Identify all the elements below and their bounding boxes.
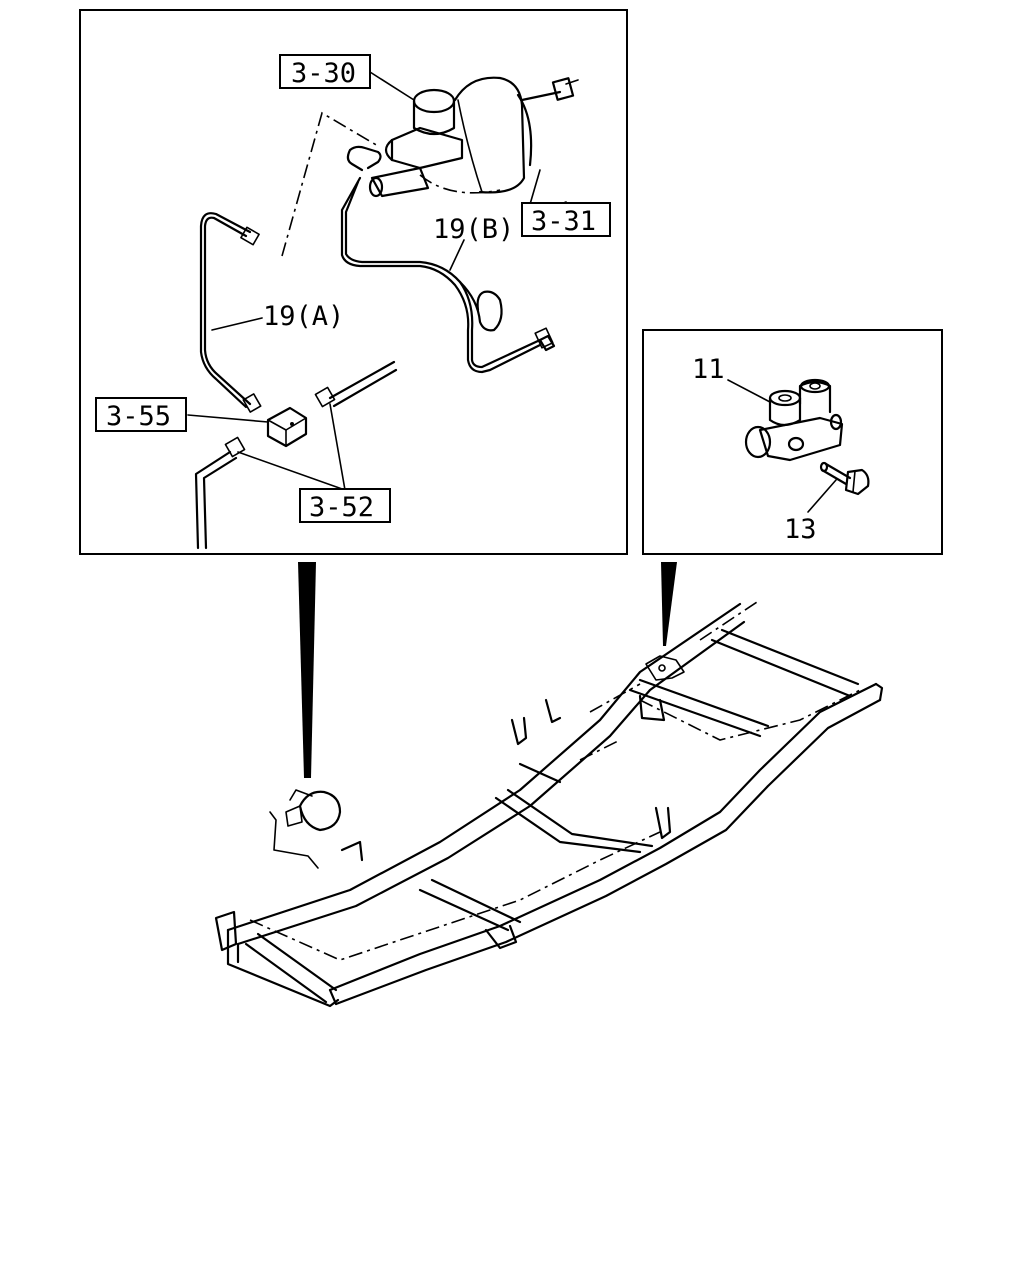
label-11: 11 <box>692 354 725 385</box>
chassis-frame <box>214 599 884 1008</box>
brake-booster <box>419 76 579 194</box>
detail-panel-brake-lines: 3-30 3-31 3-55 3-52 19(B) 19(A) <box>79 9 628 555</box>
label-19b: 19(B) <box>433 214 514 245</box>
lower-pipes <box>194 360 398 550</box>
brake-pipe-19b <box>340 145 556 374</box>
detail-panel-valve: 11 13 <box>642 329 943 555</box>
leader-13 <box>807 479 837 513</box>
label-19a: 19(A) <box>263 301 344 332</box>
svg-text:3-30: 3-30 <box>291 58 356 89</box>
bolt <box>819 461 870 496</box>
callout-3-55: 3-55 <box>95 397 187 432</box>
svg-text:3-55: 3-55 <box>106 401 171 432</box>
callout-3-52: 3-52 <box>299 488 391 523</box>
master-cylinder <box>368 88 464 198</box>
svg-text:3-52: 3-52 <box>309 492 374 523</box>
pointer-wedge-right <box>661 562 677 646</box>
proportioning-valve <box>744 378 844 462</box>
callout-3-30: 3-30 <box>279 54 371 89</box>
junction-block <box>266 406 308 448</box>
leader-lines <box>187 71 567 491</box>
label-13: 13 <box>784 514 817 545</box>
pointer-wedge-left <box>298 562 316 778</box>
svg-text:3-31: 3-31 <box>531 206 596 237</box>
brake-pipe-19a <box>199 212 262 413</box>
callout-3-31: 3-31 <box>521 202 611 237</box>
leader-11 <box>727 379 771 403</box>
